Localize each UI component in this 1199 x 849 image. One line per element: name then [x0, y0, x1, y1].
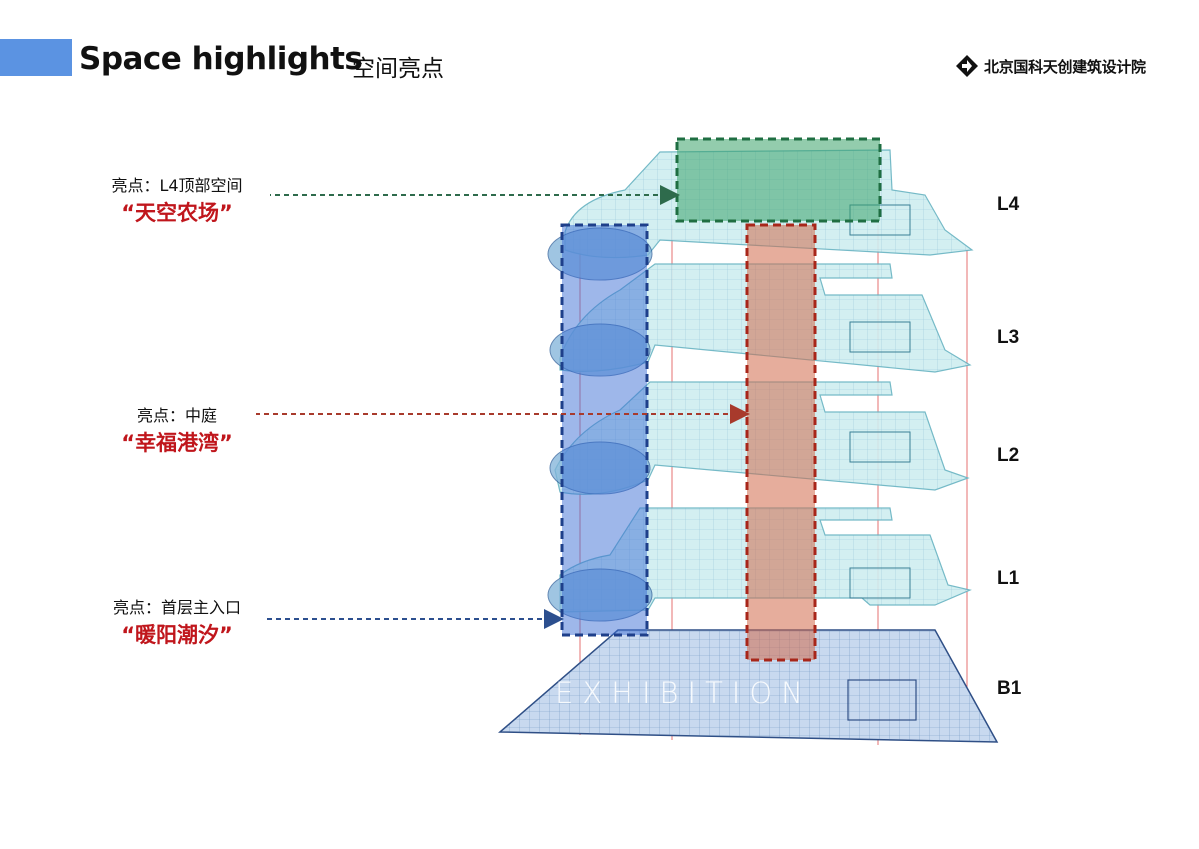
floor-label-b1: B1 — [997, 678, 1022, 699]
sky-farm-zone — [675, 137, 882, 223]
diamond-arrow-logo-icon — [956, 55, 978, 77]
callout-name: “天空农场” — [121, 201, 233, 225]
callout-name: “幸福港湾” — [121, 431, 233, 455]
callout-name: “暖阳潮汐” — [121, 623, 233, 647]
entrance-column-zone — [560, 223, 649, 637]
title-accent-bar — [0, 39, 72, 76]
callout-label: 亮点：L4顶部空间 — [111, 176, 243, 195]
floor-label-l1: L1 — [997, 568, 1020, 589]
callout-atrium: 亮点：中庭 “幸福港湾” — [92, 402, 262, 457]
page-subtitle: 空间亮点 — [352, 56, 444, 82]
floor-plate-b1 — [498, 629, 999, 743]
atrium-zone — [745, 223, 817, 662]
floor-label-l3: L3 — [997, 327, 1020, 348]
callout-entrance: 亮点：首层主入口 “暖阳潮汐” — [92, 594, 262, 649]
callout-sky-farm: 亮点：L4顶部空间 “天空农场” — [92, 172, 262, 227]
watermark: EXHIBITION — [555, 676, 812, 710]
callout-label: 亮点：中庭 — [136, 406, 217, 425]
floor-label-l2: L2 — [997, 445, 1020, 466]
floor-label-l4: L4 — [997, 194, 1020, 215]
logo-text: 北京国科天创建筑设计院 — [984, 57, 1146, 76]
company-logo: 北京国科天创建筑设计院 — [955, 50, 1146, 82]
page-title: Space highlights — [79, 41, 363, 77]
callout-label: 亮点：首层主入口 — [112, 598, 241, 617]
